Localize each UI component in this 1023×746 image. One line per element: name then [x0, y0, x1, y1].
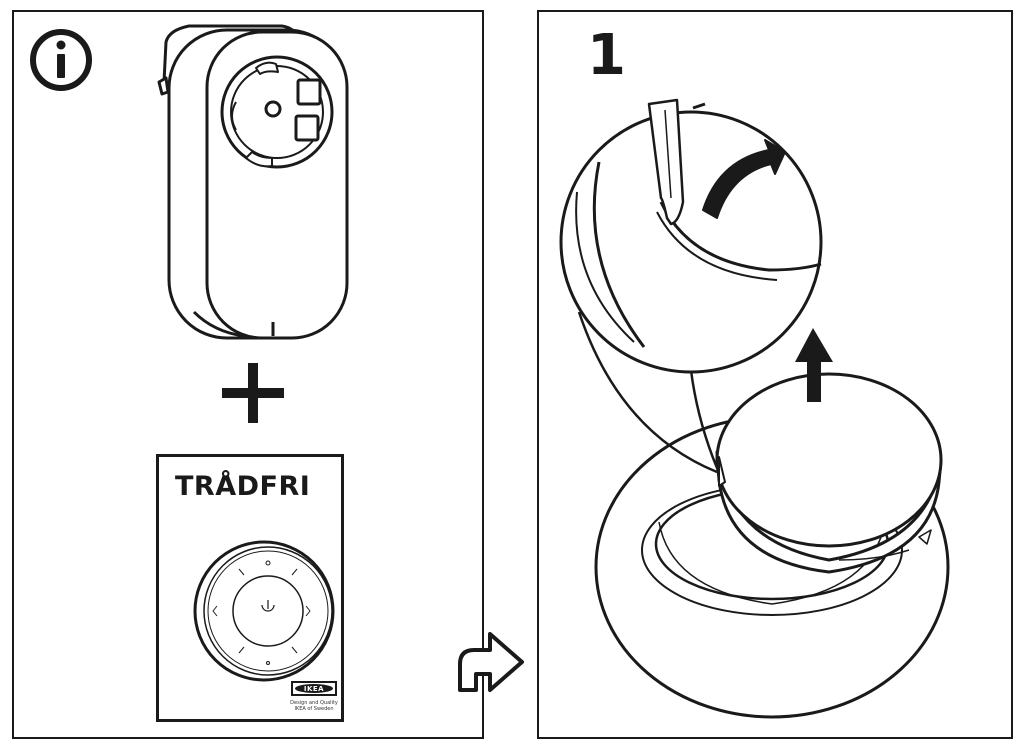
- step-number: 1: [587, 23, 626, 88]
- manual-title: TRÅDFRI: [175, 471, 311, 502]
- info-icon: [30, 29, 92, 91]
- turn-arrow-icon: [458, 632, 524, 692]
- up-arrow-icon: [795, 328, 833, 402]
- plus-icon: [222, 363, 284, 423]
- tradfri-manual-cover: TRÅDFRI IKEA Design and Quality IKEA of …: [156, 454, 344, 722]
- tagline-line-2: IKEA of Sweden: [294, 706, 334, 712]
- remote-illustration: [193, 540, 335, 682]
- step-1-illustration: [559, 98, 950, 719]
- remote-puck: [715, 372, 943, 574]
- smart-plug-illustration: [157, 24, 349, 340]
- info-panel-illustrations: [30, 24, 524, 692]
- step-1-panel: 1: [537, 10, 1013, 739]
- ikea-logo-text: IKEA: [303, 684, 325, 693]
- magnifier-detail: [559, 98, 823, 374]
- ikea-logo: IKEA: [291, 681, 337, 696]
- manual-tagline: Design and Quality IKEA of Sweden: [279, 700, 349, 712]
- tagline-line-1: Design and Quality: [290, 700, 338, 706]
- info-panel: TRÅDFRI IKEA Design and Quality IKEA of …: [12, 10, 524, 739]
